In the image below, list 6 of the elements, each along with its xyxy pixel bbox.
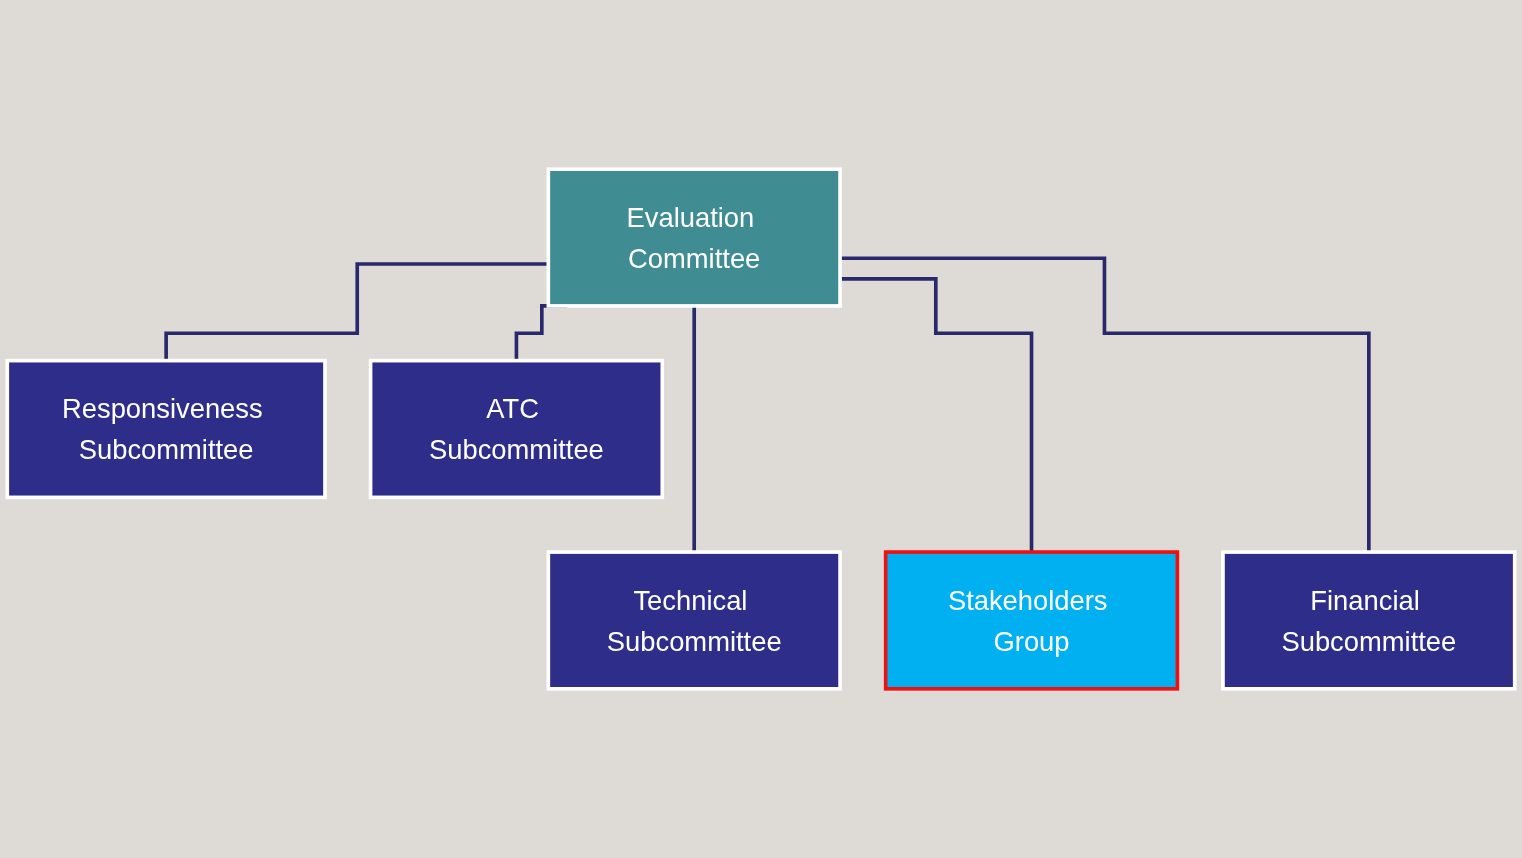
node-box: Evaluation Committee [546, 167, 842, 308]
node-box: Technical Subcommittee [546, 550, 842, 691]
node-box: Responsiveness Subcommittee [5, 358, 327, 500]
node-box: Stakeholders Group [883, 550, 1180, 691]
node-box: Financial Subcommittee [1221, 550, 1517, 691]
node-box: ATC Subcommittee [368, 358, 665, 500]
